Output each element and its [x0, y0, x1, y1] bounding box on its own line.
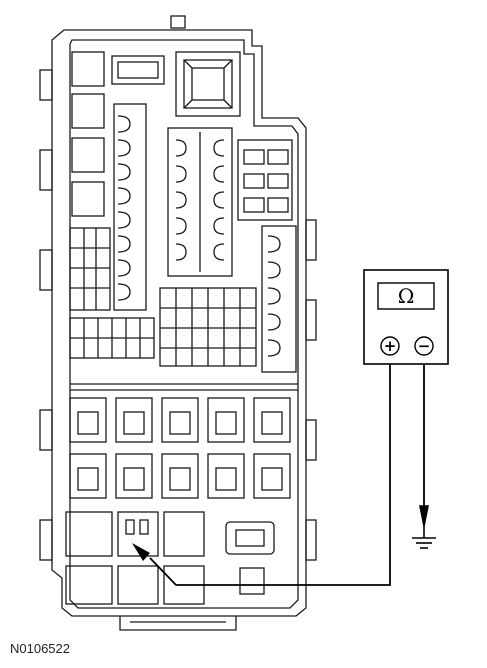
blade-fuse-grid-left	[69, 227, 111, 311]
relay-row-2	[69, 453, 291, 499]
bottom-relays	[65, 511, 275, 605]
negative-terminal	[414, 336, 434, 356]
right-upper-block	[237, 139, 293, 221]
test-lead-positive	[149, 354, 391, 586]
top-relay	[175, 51, 241, 117]
mini-fuse-column-centre	[167, 127, 233, 277]
mini-fuse-column-left	[113, 103, 147, 311]
probe-tip-icon	[132, 543, 150, 561]
mini-fuse-column-right	[261, 225, 297, 373]
upper-left-relays	[71, 51, 165, 217]
relay-row-1	[69, 397, 291, 443]
ohmmeter: Ω + −	[363, 269, 449, 365]
figure-reference: N0106522	[10, 641, 70, 656]
negative-symbol: −	[418, 337, 431, 355]
ohm-symbol: Ω	[398, 284, 415, 308]
ground-icon	[412, 505, 436, 549]
positive-symbol: +	[384, 337, 397, 355]
blade-fuse-grid-centre	[159, 287, 257, 367]
ohmmeter-display	[377, 282, 435, 310]
positive-terminal	[380, 336, 400, 356]
blade-fuse-row	[69, 317, 155, 359]
